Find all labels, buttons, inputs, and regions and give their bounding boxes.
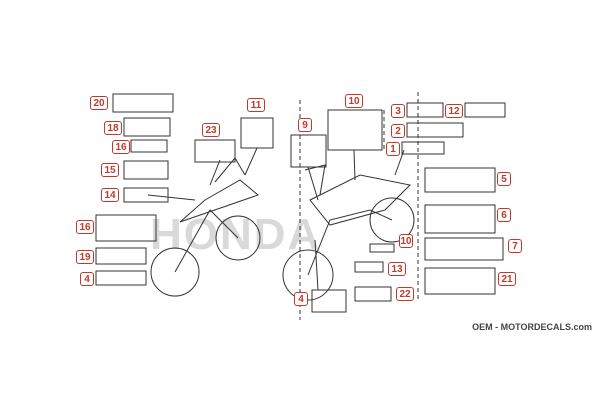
right-motorcycle-drawing bbox=[282, 164, 415, 301]
callout-6: 6 bbox=[497, 208, 511, 222]
callout-15: 15 bbox=[101, 163, 119, 177]
callout-5: 5 bbox=[497, 172, 511, 186]
callout-14: 14 bbox=[101, 188, 119, 202]
callout-17: 16 bbox=[112, 140, 130, 154]
callout-21: 21 bbox=[498, 272, 516, 286]
callout-13: 13 bbox=[388, 262, 406, 276]
callout-7: 7 bbox=[508, 239, 522, 253]
callout-23: 23 bbox=[202, 123, 220, 137]
callout-16: 16 bbox=[76, 220, 94, 234]
callout-8: 10 bbox=[399, 234, 413, 248]
callout-19: 19 bbox=[76, 250, 94, 264]
callout-12: 12 bbox=[445, 104, 463, 118]
callout-20: 20 bbox=[90, 96, 108, 110]
left-motorcycle-drawing bbox=[150, 157, 261, 297]
callout-4-left: 4 bbox=[80, 272, 94, 286]
callout-9: 9 bbox=[298, 118, 312, 132]
brand-text: OEM - MOTORDECALS.com bbox=[472, 322, 592, 332]
callout-11: 11 bbox=[247, 98, 265, 112]
callout-2: 2 bbox=[391, 124, 405, 138]
callout-10: 10 bbox=[345, 94, 363, 108]
callout-18: 18 bbox=[104, 121, 122, 135]
callout-4-right: 4 bbox=[294, 292, 308, 306]
callout-3: 3 bbox=[391, 104, 405, 118]
callout-22: 22 bbox=[396, 287, 414, 301]
callout-1: 1 bbox=[386, 142, 400, 156]
